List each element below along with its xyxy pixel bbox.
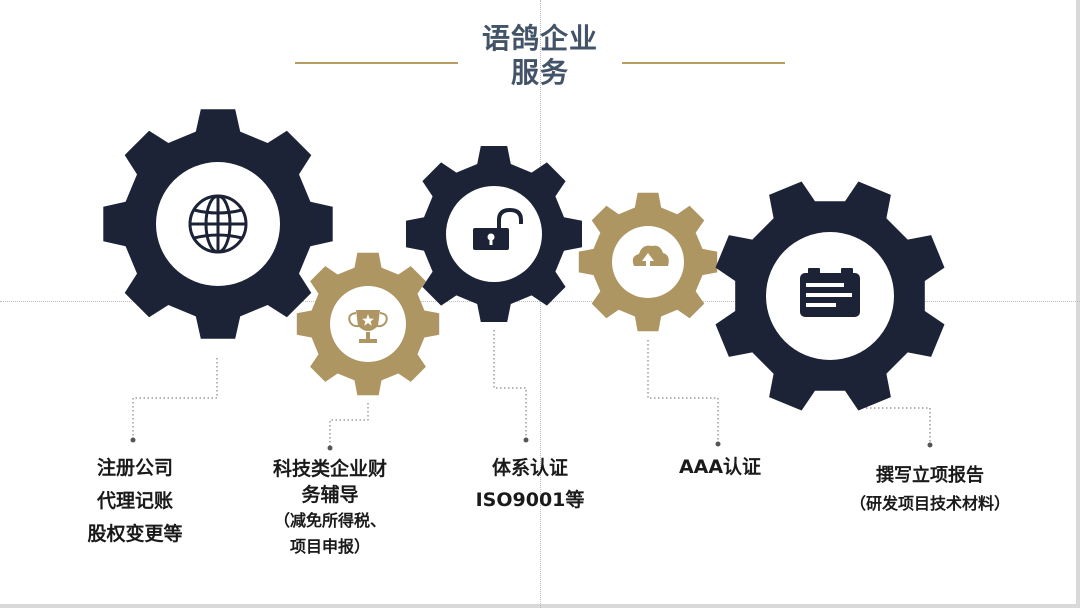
title-line-2: 服务 (510, 56, 569, 89)
vertical-guide-line (540, 0, 541, 608)
label-line: AAA认证 (678, 456, 762, 478)
connector-dot-5 (927, 442, 933, 448)
label-line: 项目申报） (289, 537, 370, 556)
service-label-finance: 科技类企业财 务辅导 （减免所得税、 项目申报） (255, 456, 405, 560)
unlock-icon (473, 207, 523, 250)
connector-line-2 (329, 403, 369, 446)
connector-dot-4 (715, 441, 721, 447)
service-label-report: 撰写立项报告 （研发项目技术材料） (830, 462, 1030, 518)
connector-line-3 (493, 330, 527, 438)
connector-dot-1 (130, 437, 136, 443)
label-line: 撰写立项报告 (876, 465, 984, 486)
card-icon (800, 268, 860, 317)
title-rule-right (622, 62, 785, 64)
globe-icon (188, 194, 248, 254)
connector-dot-3 (523, 437, 529, 443)
connector-line-4 (647, 340, 719, 442)
page-title: 语鸽企业 服务 (440, 22, 640, 90)
label-line: ISO9001等 (475, 489, 585, 511)
label-line: 务辅导 (301, 484, 359, 506)
cloud-upload-icon (632, 245, 669, 268)
label-line: （减免所得税、 (273, 511, 386, 530)
label-line: 注册公司 (96, 457, 173, 479)
label-line: 股权变更等 (87, 523, 183, 545)
connector-line-5 (866, 407, 931, 443)
title-rule-left (295, 62, 458, 64)
label-line: 代理记账 (96, 490, 173, 512)
service-label-aaa: AAA认证 (645, 454, 795, 480)
label-line: （研发项目技术材料） (849, 494, 1010, 513)
connector-line-1 (132, 358, 218, 438)
label-line: 科技类企业财 (272, 458, 387, 480)
title-line-1: 语鸽企业 (481, 22, 598, 55)
label-line: 体系认证 (491, 457, 568, 479)
connector-dot-2 (327, 445, 333, 451)
service-label-certification: 体系认证 ISO9001等 (455, 452, 605, 516)
service-label-registration: 注册公司 代理记账 股权变更等 (60, 452, 210, 551)
trophy-icon (348, 310, 388, 343)
